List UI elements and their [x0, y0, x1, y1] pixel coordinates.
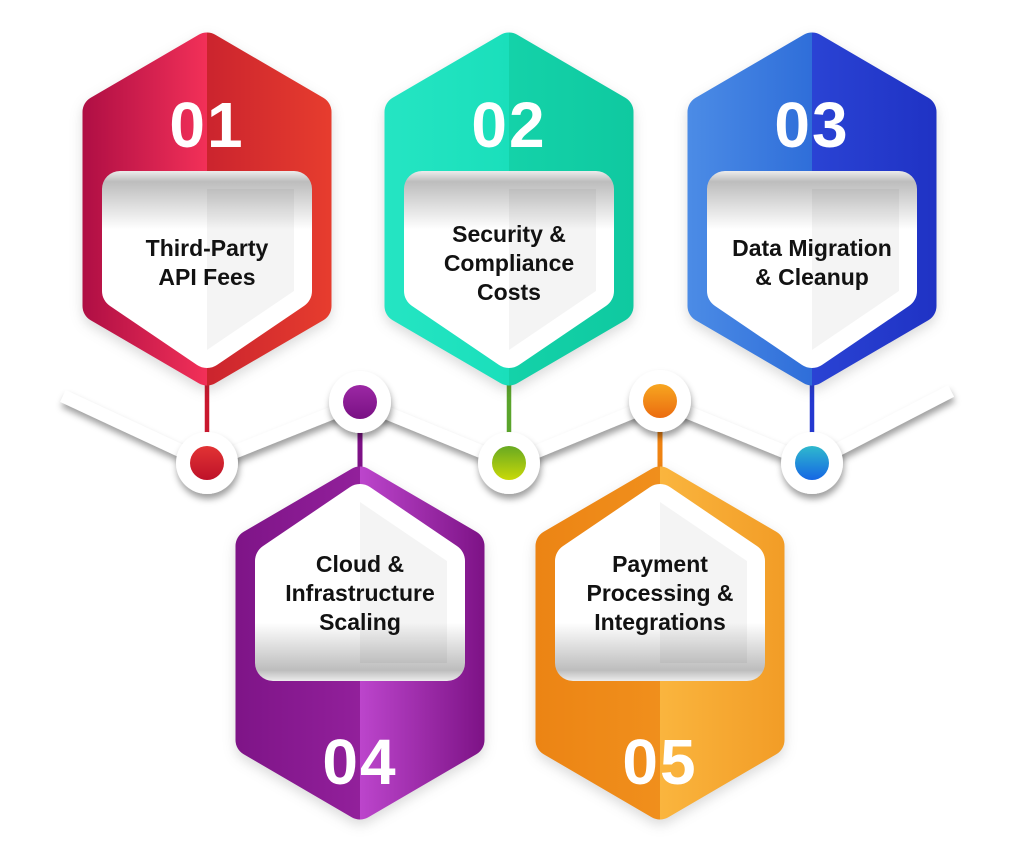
node-dot-step-4	[343, 385, 377, 419]
card-inner-panel	[555, 484, 765, 681]
card-inner-panel	[255, 484, 465, 681]
node-dot-step-5	[643, 384, 677, 418]
step-number: 05	[622, 726, 698, 798]
node-dot-step-3	[795, 446, 829, 480]
hexagon-svg-03	[687, 32, 937, 386]
step-card-03: 03 Data Migration & Cleanup	[686, 31, 938, 387]
step-title: Data Migration & Cleanup	[732, 235, 892, 290]
step-title: Security & Compliance Costs	[443, 220, 575, 305]
step-card-01: 01 Third-Party API Fees	[81, 31, 333, 387]
step-number: 01	[169, 89, 245, 161]
card-inner-panel	[102, 171, 312, 368]
node-dot-step-2	[492, 446, 526, 480]
step-title: Payment Processing & Integrations	[586, 550, 734, 635]
step-title: Cloud & Infrastructure Scaling	[285, 550, 435, 635]
step-card-05: 05 Payment Processing & Integrations	[534, 465, 786, 821]
step-number: 03	[774, 89, 850, 161]
step-number: 04	[322, 726, 398, 798]
step-number: 02	[471, 89, 547, 161]
step-title: Third-Party API Fees	[145, 235, 269, 290]
node-dot-step-1	[190, 446, 224, 480]
card-inner-panel	[404, 171, 614, 368]
step-card-02: 02 Security & Compliance Costs	[383, 31, 635, 387]
hexagon-svg-05	[535, 466, 785, 820]
card-inner-panel	[707, 171, 917, 368]
step-card-04: 04 Cloud & Infrastructure Scaling	[234, 465, 486, 821]
hexagon-svg-01	[82, 32, 332, 386]
hexagon-svg-04	[235, 466, 485, 820]
hexagon-svg-02	[384, 32, 634, 386]
